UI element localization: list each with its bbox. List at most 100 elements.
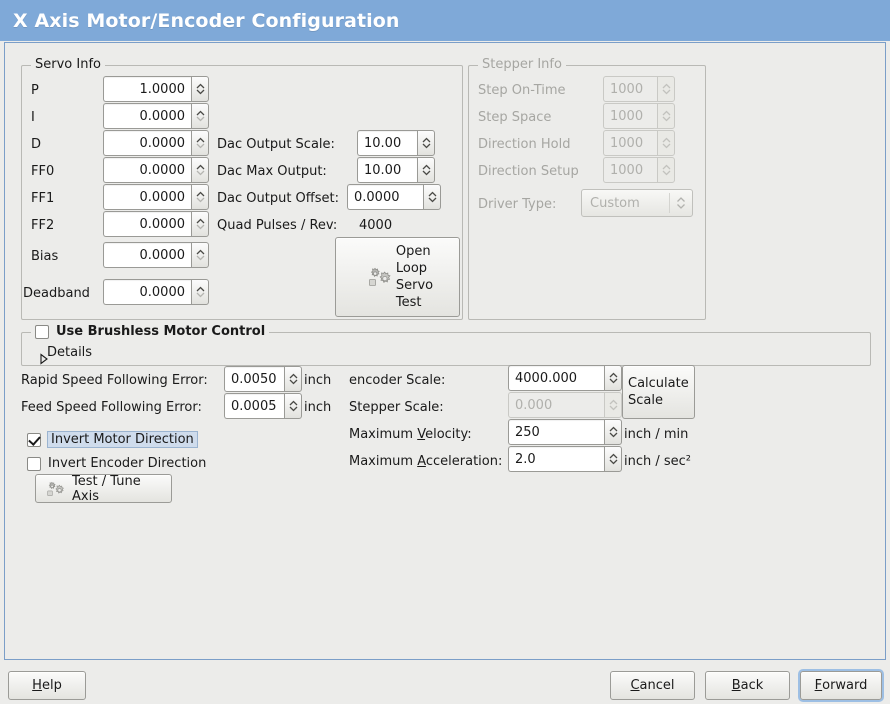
dac-output-offset-value[interactable]: 0.0000: [347, 184, 423, 210]
chevron-down-icon[interactable]: [428, 197, 437, 203]
servo-spin-buttons-d[interactable]: [191, 130, 209, 156]
maximum-acceleration-spin[interactable]: 2.0: [508, 446, 622, 472]
chevron-down-icon[interactable]: [422, 143, 431, 149]
servo-spin-buttons-i[interactable]: [191, 103, 209, 129]
rapid-speed-following-error-spin[interactable]: 0.0050: [224, 366, 302, 392]
maximum-velocity-spin[interactable]: 250: [508, 419, 622, 445]
dac-max-output-value[interactable]: 10.00: [357, 157, 417, 183]
cancel-label-mnemonic: C: [630, 678, 640, 693]
chevron-down-icon[interactable]: [289, 406, 298, 412]
checkbox-box[interactable]: [27, 456, 41, 471]
chevron-up-icon[interactable]: [609, 426, 618, 432]
encoder-scale-spin[interactable]: 4000.000: [508, 365, 622, 391]
encoder-scale-spin-buttons[interactable]: [604, 365, 622, 391]
use-brushless-motor-control-checkbox[interactable]: Use Brushless Motor Control: [31, 324, 270, 339]
chevron-up-icon[interactable]: [289, 373, 298, 379]
chevron-up-icon[interactable]: [196, 137, 205, 143]
rapid-speed-following-error-value[interactable]: 0.0050: [224, 366, 284, 392]
chevron-down-icon[interactable]: [196, 197, 205, 203]
servo-value-p[interactable]: 1.0000: [103, 76, 191, 102]
chevron-up-icon[interactable]: [196, 218, 205, 224]
maximum-acceleration-spin-buttons[interactable]: [604, 446, 622, 472]
feed-spin-buttons[interactable]: [284, 393, 302, 419]
checkbox-box[interactable]: [35, 324, 49, 339]
open-loop-servo-test-button[interactable]: Open Loop Servo Test: [335, 237, 460, 317]
chevron-up-icon[interactable]: [196, 191, 205, 197]
servo-value-deadband[interactable]: 0.0000: [103, 279, 191, 305]
servo-spin-i[interactable]: 0.0000: [103, 103, 209, 129]
invert-encoder-direction-checkbox[interactable]: Invert Encoder Direction: [27, 456, 206, 471]
calculate-scale-button[interactable]: Calculate Scale: [622, 365, 695, 419]
chevron-up-icon[interactable]: [196, 164, 205, 170]
servo-spin-buttons-bias[interactable]: [191, 242, 209, 268]
chevron-up-icon[interactable]: [196, 249, 205, 255]
servo-spin-bias[interactable]: 0.0000: [103, 242, 209, 268]
chevron-up-icon[interactable]: [428, 191, 437, 197]
servo-spin-buttons-ff0[interactable]: [191, 157, 209, 183]
dac-output-scale-spin[interactable]: 10.00: [357, 130, 435, 156]
chevron-up-icon[interactable]: [196, 286, 205, 292]
feed-speed-following-error-spin[interactable]: 0.0005: [224, 393, 302, 419]
servo-value-d[interactable]: 0.0000: [103, 130, 191, 156]
details-expander[interactable]: Details: [31, 345, 92, 365]
servo-spin-buttons-deadband[interactable]: [191, 279, 209, 305]
dac-output-scale-value[interactable]: 10.00: [357, 130, 417, 156]
chevron-up-icon[interactable]: [422, 164, 431, 170]
checkbox-box[interactable]: [27, 432, 41, 447]
servo-spin-d[interactable]: 0.0000: [103, 130, 209, 156]
servo-spin-buttons-ff2[interactable]: [191, 211, 209, 237]
servo-spin-p[interactable]: 1.0000: [103, 76, 209, 102]
chevron-down-icon[interactable]: [609, 432, 618, 438]
servo-label-d: D: [31, 137, 42, 152]
rapid-spin-buttons[interactable]: [284, 366, 302, 392]
maximum-velocity-value[interactable]: 250: [508, 419, 604, 445]
dac-max-output-spin[interactable]: 10.00: [357, 157, 435, 183]
chevron-down-icon[interactable]: [609, 459, 618, 465]
feed-speed-following-error-value[interactable]: 0.0005: [224, 393, 284, 419]
servo-spin-ff1[interactable]: 0.0000: [103, 184, 209, 210]
chevron-down-icon[interactable]: [289, 379, 298, 385]
chevron-up-icon[interactable]: [609, 372, 618, 378]
direction-hold-label: Direction Hold: [478, 137, 571, 152]
chevron-up-icon[interactable]: [289, 400, 298, 406]
servo-spin-deadband[interactable]: 0.0000: [103, 279, 209, 305]
servo-spin-ff0[interactable]: 0.0000: [103, 157, 209, 183]
chevron-down-icon[interactable]: [196, 292, 205, 298]
dac-max-output-spin-buttons[interactable]: [417, 157, 435, 183]
maximum-acceleration-value[interactable]: 2.0: [508, 446, 604, 472]
maximum-velocity-spin-buttons[interactable]: [604, 419, 622, 445]
servo-value-bias[interactable]: 0.0000: [103, 242, 191, 268]
chevron-up-icon[interactable]: [422, 137, 431, 143]
stepper-scale-spin: 0.000: [508, 392, 622, 418]
servo-value-i[interactable]: 0.0000: [103, 103, 191, 129]
chevron-down-icon[interactable]: [196, 89, 205, 95]
chevron-down-icon: [662, 116, 671, 122]
chevron-up-icon[interactable]: [609, 453, 618, 459]
dac-output-scale-spin-buttons[interactable]: [417, 130, 435, 156]
chevron-up-icon: [662, 83, 671, 89]
dac-output-offset-spin-buttons[interactable]: [423, 184, 441, 210]
servo-spin-buttons-ff1[interactable]: [191, 184, 209, 210]
chevron-up-icon[interactable]: [196, 83, 205, 89]
dac-output-offset-spin[interactable]: 0.0000: [347, 184, 441, 210]
chevron-down-icon[interactable]: [196, 170, 205, 176]
chevron-down-icon[interactable]: [196, 116, 205, 122]
encoder-scale-value[interactable]: 4000.000: [508, 365, 604, 391]
servo-spin-ff2[interactable]: 0.0000: [103, 211, 209, 237]
chevron-up-icon[interactable]: [196, 110, 205, 116]
chevron-down-icon[interactable]: [422, 170, 431, 176]
chevron-down-icon[interactable]: [196, 255, 205, 261]
servo-value-ff1[interactable]: 0.0000: [103, 184, 191, 210]
servo-value-ff0[interactable]: 0.0000: [103, 157, 191, 183]
invert-motor-direction-checkbox[interactable]: Invert Motor Direction: [27, 431, 198, 448]
servo-value-ff2[interactable]: 0.0000: [103, 211, 191, 237]
chevron-down-icon[interactable]: [196, 224, 205, 230]
chevron-down-icon[interactable]: [609, 378, 618, 384]
servo-spin-buttons-p[interactable]: [191, 76, 209, 102]
chevron-down-icon[interactable]: [196, 143, 205, 149]
test-tune-axis-button[interactable]: Test / Tune Axis: [35, 474, 172, 504]
